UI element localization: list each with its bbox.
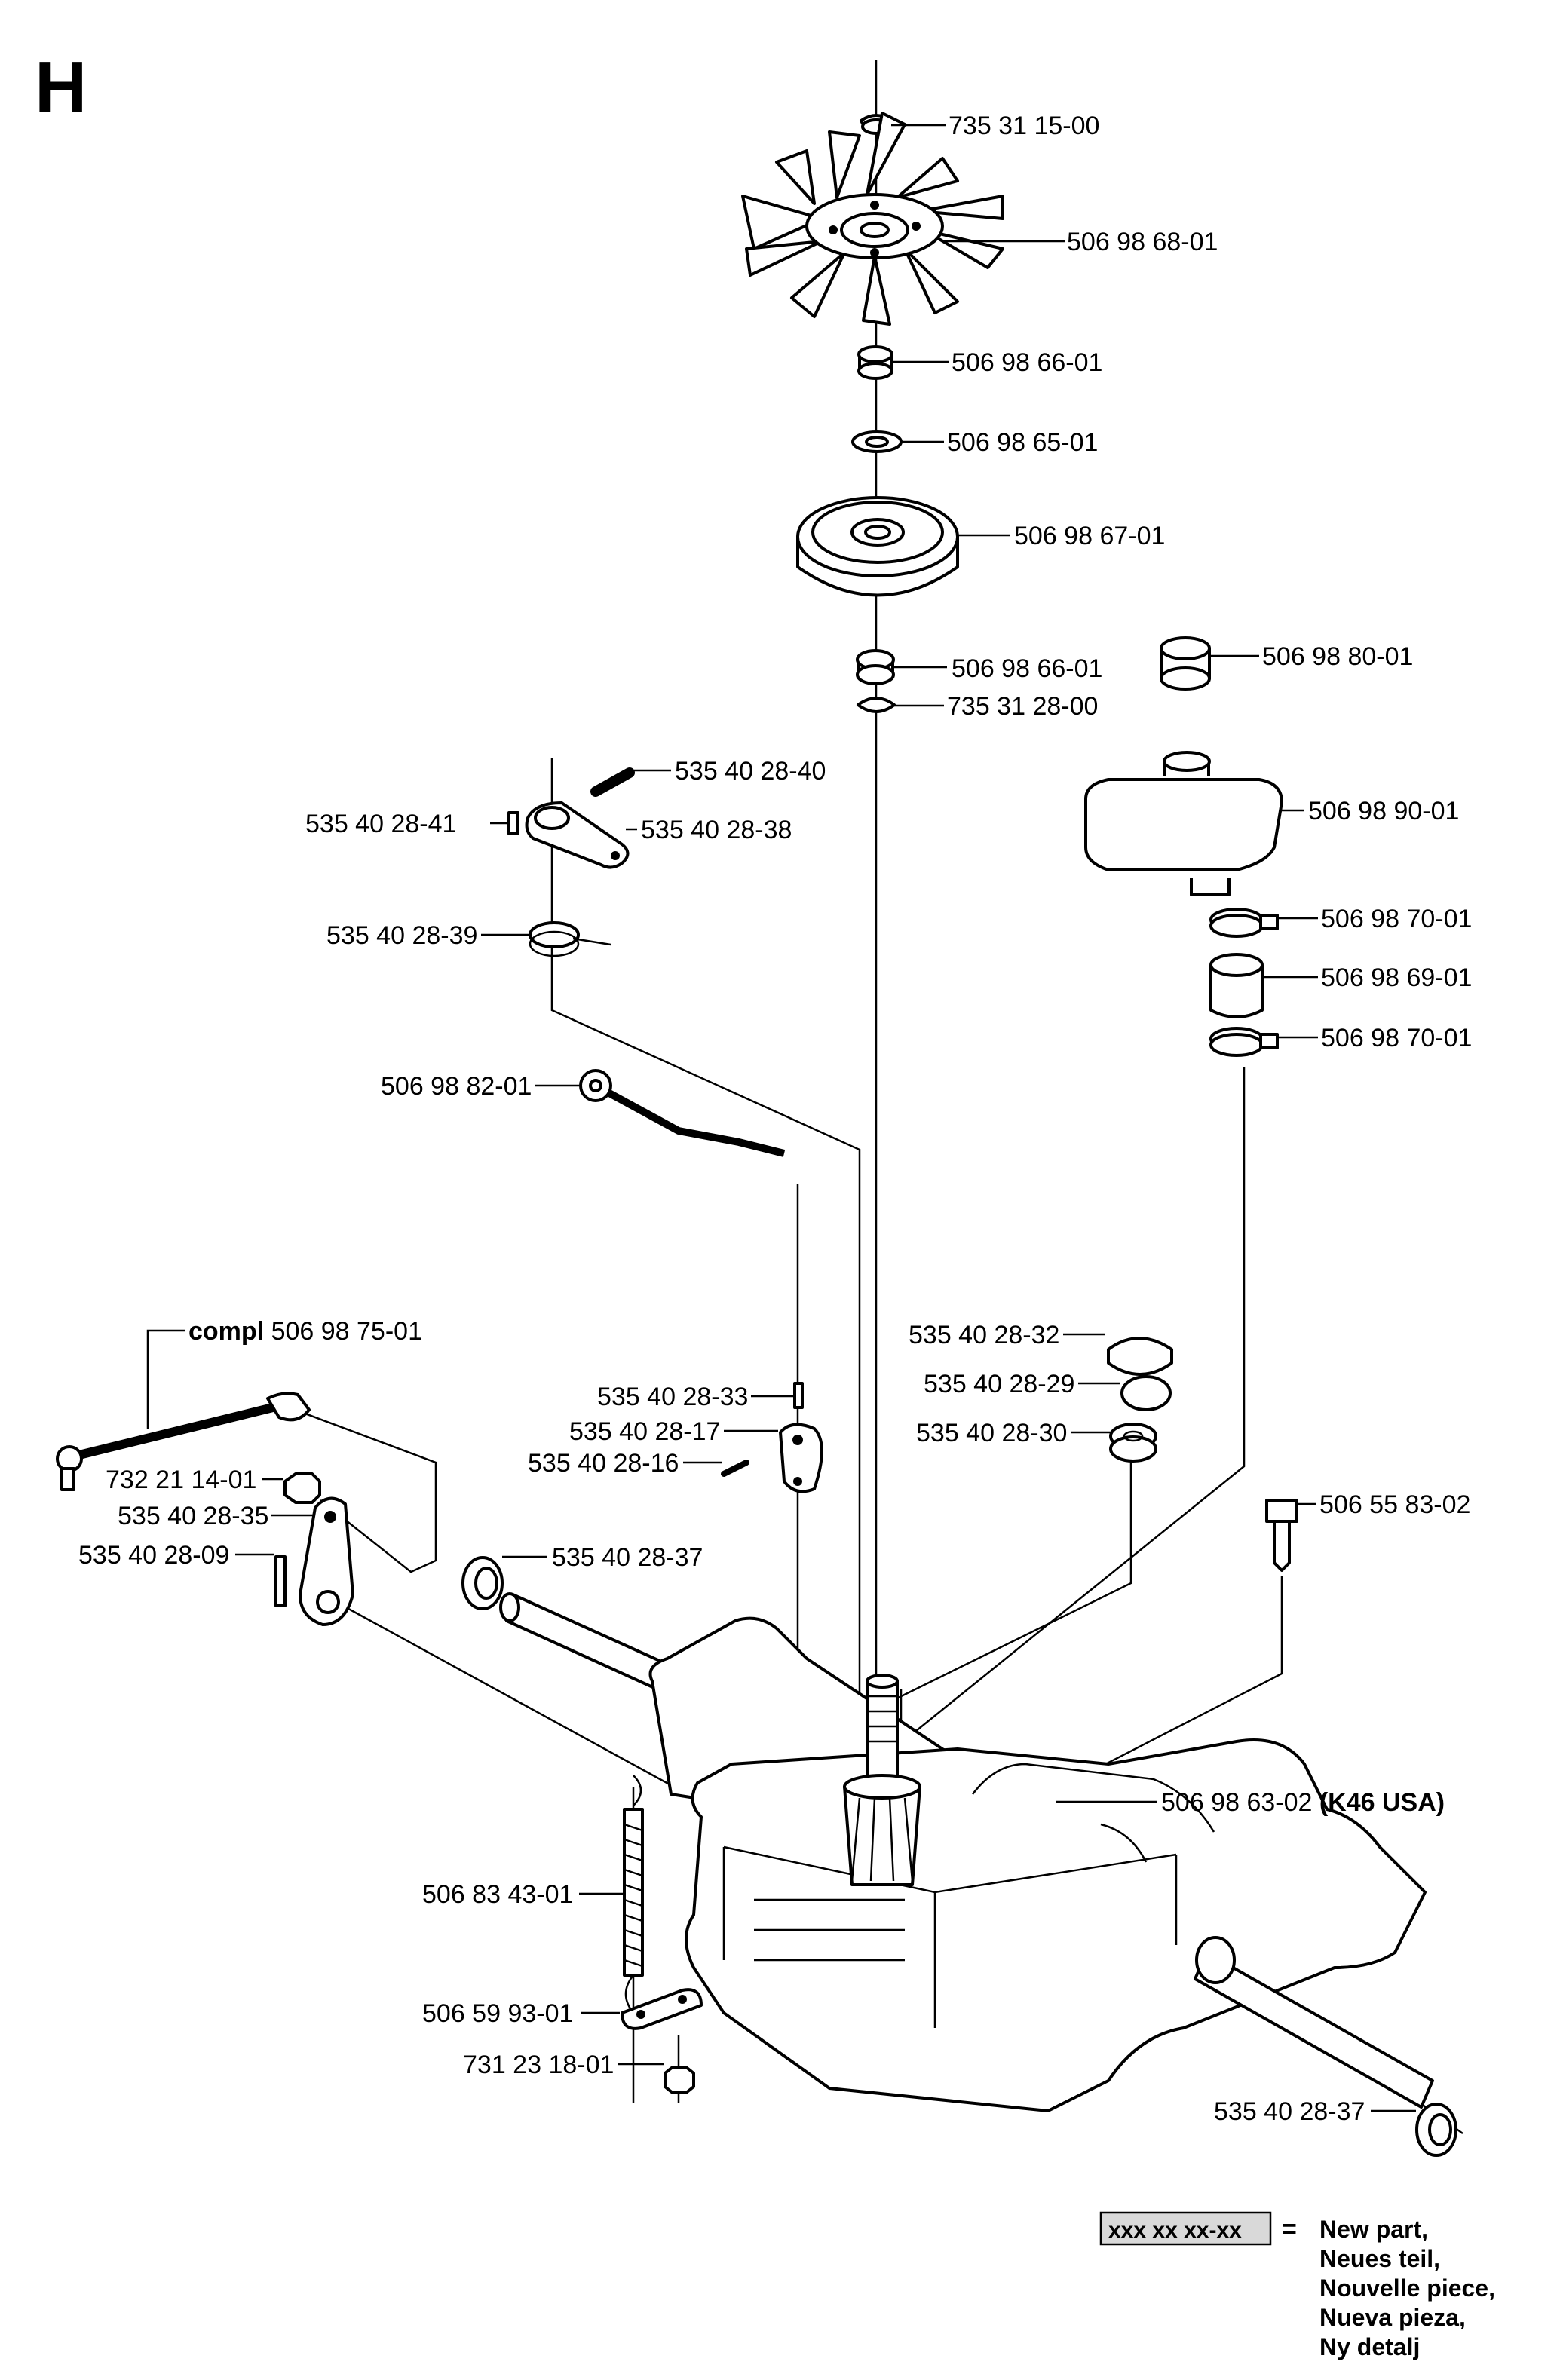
callout-535-40-28-16: 535 40 28-16: [528, 1449, 679, 1478]
seal-upper-part: [461, 1556, 504, 1610]
torsion-spring-part: [529, 921, 611, 957]
callout-506-55-83-02: 506 55 83-02: [1319, 1490, 1470, 1519]
callout-735-31-15-00: 735 31 15-00: [949, 112, 1099, 140]
callout-732-21-14-01: 732 21 14-01: [106, 1466, 256, 1494]
legend-equals: =: [1282, 2215, 1297, 2244]
spacer-top-part: [857, 345, 893, 380]
oil-tank-part: [1084, 751, 1283, 896]
callout-506-98-66-01: 506 98 66-01: [952, 348, 1102, 377]
hose-part: [1209, 953, 1264, 1018]
legend-line-nouvelle-piece: Nouvelle piece,: [1319, 2274, 1495, 2302]
callout-535-40-28-37-b: 535 40 28-37: [1214, 2097, 1365, 2126]
plug-part: [1107, 1337, 1173, 1376]
transaxle-part: [499, 1592, 1434, 2112]
callout-735-31-28-00: 735 31 28-00: [947, 692, 1098, 721]
callout-compl-506-98-75-01: compl 506 98 75-01: [188, 1317, 422, 1346]
callout-535-40-28-32: 535 40 28-32: [909, 1321, 1059, 1349]
callout-506-98-65-01: 506 98 65-01: [947, 428, 1098, 457]
callout-535-40-28-38: 535 40 28-38: [641, 816, 792, 844]
callout-535-40-28-09: 535 40 28-09: [78, 1541, 229, 1570]
callout-506-98-70-01-b: 506 98 70-01: [1321, 1024, 1472, 1052]
pin-41-part: [507, 811, 519, 835]
callout-506-59-93-01: 506 59 93-01: [422, 1999, 573, 2028]
legend-line-ny-detalj: Ny detalj: [1319, 2333, 1420, 2360]
pin-33-part: [793, 1382, 804, 1409]
cooling-fan-part: [741, 112, 1004, 326]
legend-line-nueva-pieza: Nueva pieza,: [1319, 2304, 1466, 2331]
hose-clamp-lower-part: [1209, 1027, 1279, 1057]
key-washer-part: [851, 430, 903, 453]
pin-16-part: [721, 1460, 749, 1477]
callout-506-98-82-01: 506 98 82-01: [381, 1072, 532, 1101]
legend: xxx xx xx-xx = New part, Neues teil, Nou…: [1099, 2211, 1495, 2360]
lock-nut-part: [664, 2066, 695, 2094]
callout-506-98-80-01: 506 98 80-01: [1262, 642, 1413, 671]
pin-09-part: [274, 1555, 287, 1607]
bolt-part: [1265, 1499, 1298, 1572]
tank-cap-part: [1160, 636, 1211, 691]
callout-535-40-28-29: 535 40 28-29: [924, 1370, 1074, 1398]
callout-535-40-28-40: 535 40 28-40: [675, 757, 826, 786]
hose-clamp-upper-part: [1209, 908, 1279, 938]
callout-535-40-28-33: 535 40 28-33: [597, 1383, 748, 1411]
callout-535-40-28-41: 535 40 28-41: [305, 810, 456, 838]
o-ring-part: [1120, 1375, 1172, 1411]
callout-506-98-66-01-b: 506 98 66-01: [952, 654, 1102, 683]
nut-part: [283, 1472, 321, 1504]
seal-lower-part: [1415, 2103, 1457, 2157]
callout-506-98-68-01: 506 98 68-01: [1067, 228, 1218, 256]
callout-535-40-28-35: 535 40 28-35: [118, 1502, 268, 1530]
legend-sample-text: xxx xx xx-xx: [1108, 2218, 1242, 2243]
callout-506-98-63-02: 506 98 63-02 (K46 USA): [1161, 1788, 1445, 1817]
circlip-bottom-part: [857, 697, 896, 713]
callout-506-98-69-01: 506 98 69-01: [1321, 963, 1472, 992]
control-arm-part: [779, 1423, 823, 1493]
bracket-part: [621, 1988, 703, 2030]
callout-labels: 735 31 15-00 506 98 68-01 506 98 66-01 5…: [78, 112, 1472, 2126]
spacer-bottom-part: [856, 649, 895, 685]
section-letter: H: [35, 47, 87, 127]
control-rod-part: [579, 1069, 786, 1157]
callout-731-23-18-01: 731 23 18-01: [463, 2051, 614, 2079]
lever-arm-part: [525, 801, 630, 869]
extension-spring-part: [623, 1775, 644, 2014]
leader-lines: [146, 124, 1416, 2112]
callout-506-98-70-01: 506 98 70-01: [1321, 905, 1472, 933]
callout-535-40-28-30: 535 40 28-30: [916, 1419, 1067, 1447]
callout-506-98-90-01: 506 98 90-01: [1308, 797, 1459, 825]
pin-40-part: [590, 767, 635, 797]
legend-line-neues-teil: Neues teil,: [1319, 2245, 1440, 2272]
callout-535-40-28-37: 535 40 28-37: [552, 1543, 703, 1572]
callout-535-40-28-17: 535 40 28-17: [569, 1417, 720, 1446]
bushing-part: [1109, 1423, 1157, 1463]
legend-line-new-part: New part,: [1319, 2216, 1428, 2243]
pulley-part: [796, 496, 959, 597]
legend-sample-box: [1099, 2211, 1272, 2246]
callout-506-83-43-01: 506 83 43-01: [422, 1880, 573, 1909]
drag-link-part: [56, 1392, 311, 1491]
callout-535-40-28-39: 535 40 28-39: [326, 921, 477, 950]
lever-part: [299, 1496, 354, 1626]
callout-506-98-67-01: 506 98 67-01: [1014, 522, 1165, 550]
